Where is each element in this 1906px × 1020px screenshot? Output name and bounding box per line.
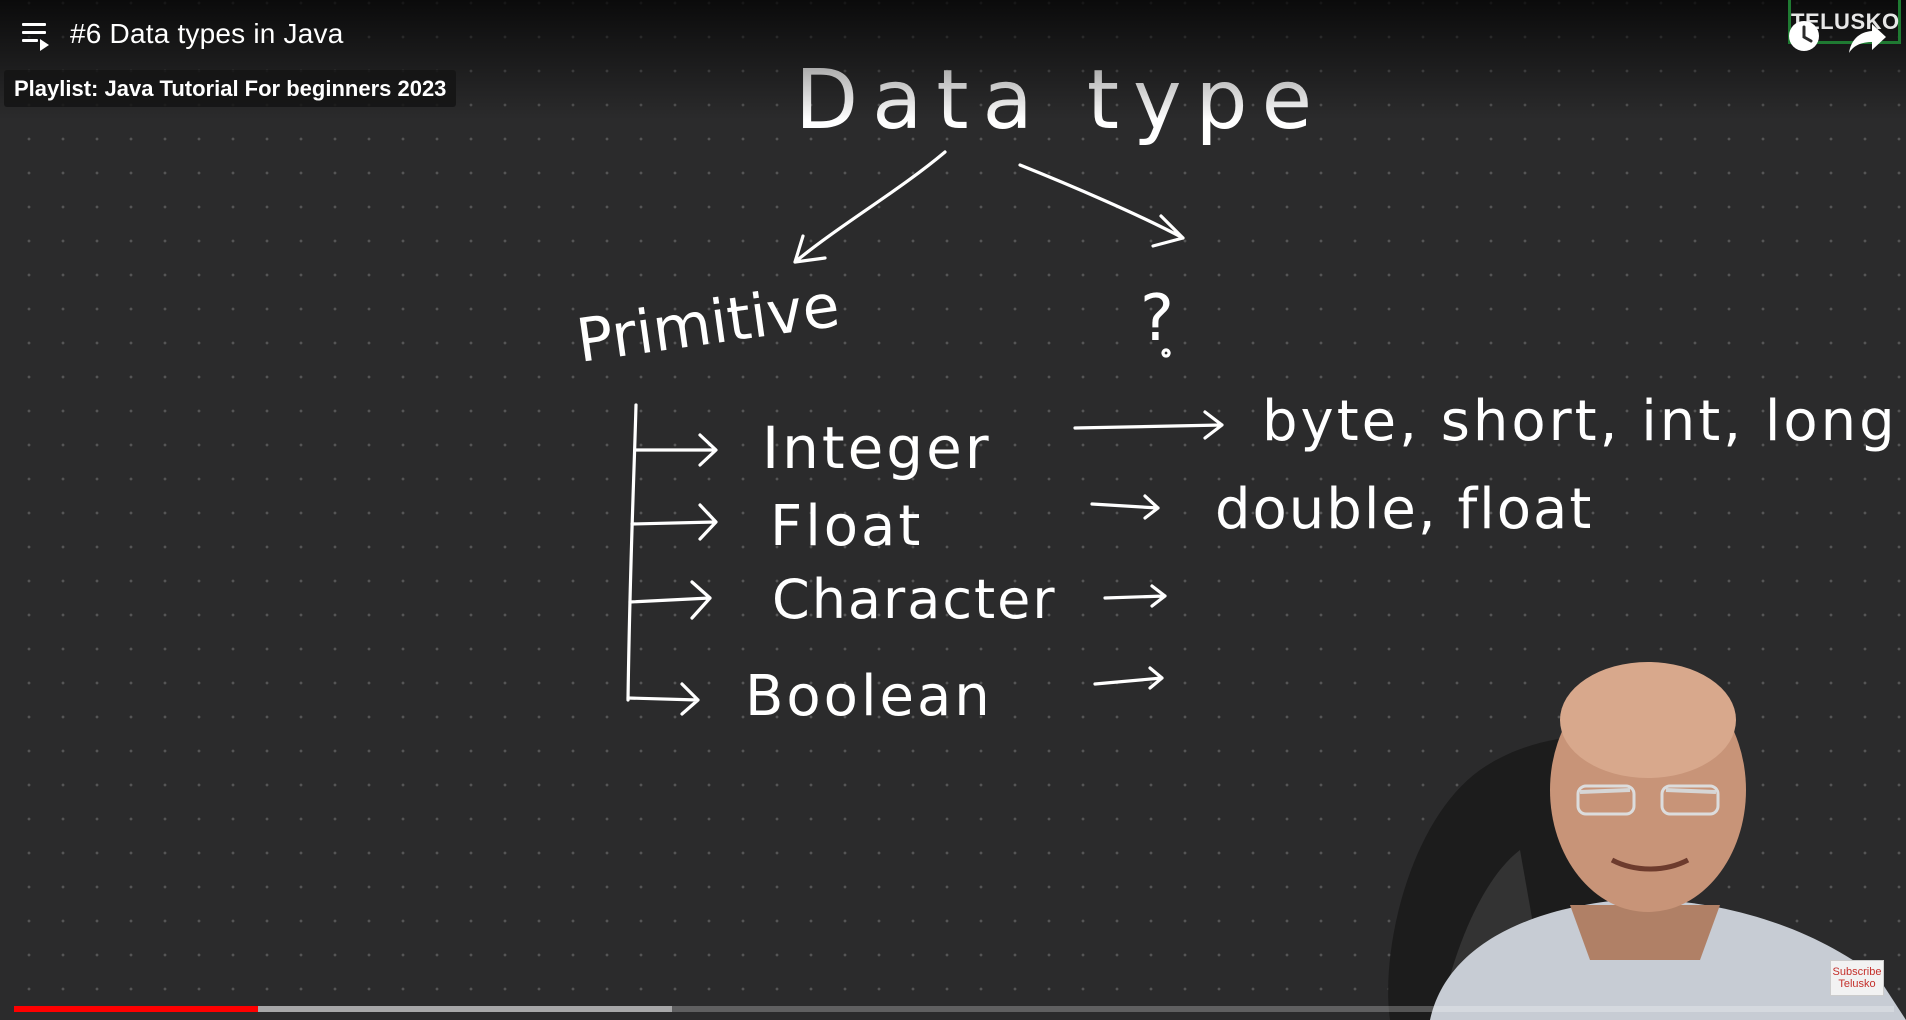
arrow-float-types xyxy=(1090,494,1160,520)
branch-arrow-integer xyxy=(634,433,718,467)
arrow-to-primitive xyxy=(793,150,947,264)
arrow-integer-types xyxy=(1073,410,1224,440)
branch-arrow-character xyxy=(628,580,712,620)
arrow-boolean xyxy=(1093,666,1164,690)
clock-icon[interactable] xyxy=(1786,18,1822,54)
playlist-menu-icon[interactable] xyxy=(18,17,52,51)
presenter-video xyxy=(1388,662,1906,1020)
board-cat-character: Character xyxy=(772,568,1057,631)
board-cat-integer: Integer xyxy=(762,414,992,482)
arrow-character xyxy=(1103,584,1167,608)
board-non-primitive: ? xyxy=(1140,282,1174,356)
board-primitive: Primitive xyxy=(572,271,843,377)
progress-played xyxy=(14,1006,259,1012)
subscribe-badge-line2: Telusko xyxy=(1838,978,1876,990)
bracket-line xyxy=(626,403,638,702)
share-arrow-icon[interactable] xyxy=(1846,18,1890,58)
question-dot xyxy=(1161,348,1171,358)
branch-arrow-boolean xyxy=(626,682,700,716)
arrow-to-non-primitive xyxy=(1018,163,1185,248)
subscribe-badge-line1: Subscribe xyxy=(1832,966,1882,978)
board-cat-float: Float xyxy=(770,494,923,559)
video-header: #6 Data types in Java xyxy=(18,14,343,54)
board-types-integer: byte, short, int, long xyxy=(1262,389,1898,454)
video-title[interactable]: #6 Data types in Java xyxy=(70,18,344,49)
progress-buffered xyxy=(14,1006,672,1012)
board-types-float: double, float xyxy=(1215,477,1593,542)
progress-bar[interactable] xyxy=(14,1006,1894,1012)
subscribe-badge[interactable]: Subscribe Telusko xyxy=(1830,960,1884,996)
branch-arrow-float xyxy=(630,503,718,541)
board-cat-boolean: Boolean xyxy=(745,664,993,729)
playlist-label[interactable]: Playlist: Java Tutorial For beginners 20… xyxy=(4,70,457,107)
